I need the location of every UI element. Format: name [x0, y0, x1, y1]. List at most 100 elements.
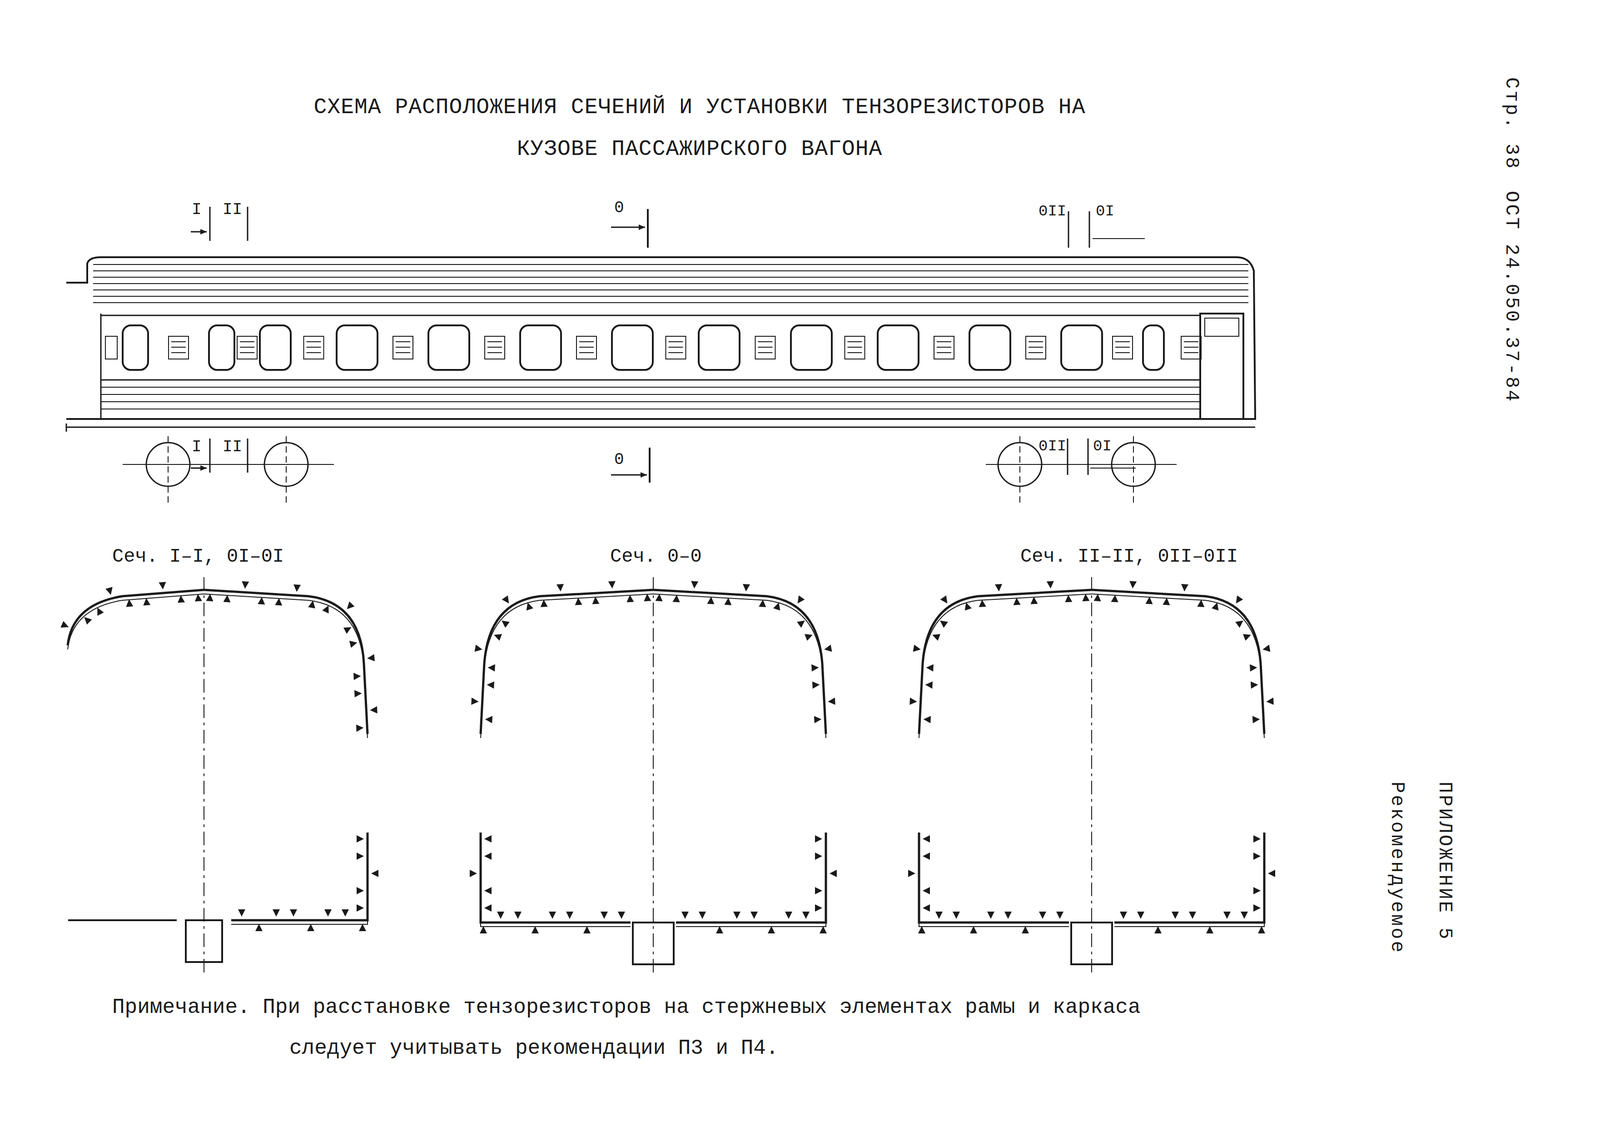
frame-member	[480, 832, 631, 923]
window	[428, 325, 470, 370]
drawing-title: СХЕМА РАСПОЛОЖЕНИЯ СЕЧЕНИЙ И УСТАНОВКИ Т…	[290, 86, 1109, 170]
plate-stripe	[395, 346, 411, 348]
note-text: Примечание. При расстановке тензорезисто…	[112, 986, 1203, 1069]
leader-line	[1090, 467, 1136, 469]
window	[877, 325, 919, 370]
plate-stripe	[579, 346, 594, 348]
section-caption: Сеч. II–II, 0II–0II	[1020, 545, 1238, 568]
lower-belt-line	[100, 386, 1200, 388]
strain-gauge	[1181, 583, 1189, 592]
window	[1142, 325, 1164, 370]
strain-gauge	[531, 925, 539, 934]
strain-gauge	[1004, 911, 1012, 919]
plate-stripe	[1115, 352, 1130, 353]
section-arrow-head	[640, 472, 647, 478]
plate-stripe	[847, 341, 863, 343]
bogie-axis	[985, 463, 1177, 465]
appendix-label: ПРИЛОЖЕНИЕ 5	[1433, 781, 1456, 941]
strain-gauge	[952, 911, 960, 919]
section-mark: 0II	[1038, 202, 1067, 221]
page-number: Стр. 38	[1500, 77, 1523, 170]
plate-stripe	[1183, 352, 1199, 353]
strain-gauge	[308, 600, 316, 609]
strain-gauge	[367, 653, 375, 661]
plate-stripe	[936, 341, 952, 343]
window	[1061, 325, 1103, 370]
strain-gauge	[471, 697, 479, 705]
section-mark: I	[191, 437, 202, 457]
strain-gauge	[1235, 620, 1244, 628]
section-tick	[646, 208, 649, 248]
strain-gauge	[802, 911, 810, 919]
strain-gauge	[347, 601, 355, 609]
window	[698, 325, 740, 370]
strain-gauge	[750, 911, 758, 919]
strain-gauge	[1119, 911, 1128, 919]
strain-gauge	[797, 595, 805, 604]
strain-gauge	[97, 607, 104, 616]
strain-gauge	[356, 886, 364, 895]
strain-gauge	[758, 599, 766, 607]
plate-stripe	[1183, 346, 1199, 348]
strain-gauge	[827, 697, 835, 705]
number-plate	[755, 336, 776, 359]
section-mark: 0	[614, 198, 625, 218]
number-plate	[665, 336, 686, 359]
strain-gauge	[994, 583, 1003, 592]
bogie-axis	[122, 463, 334, 465]
frame-member	[231, 832, 368, 920]
strain-gauge	[353, 672, 361, 681]
strain-gauge	[143, 597, 151, 606]
strain-gauge	[322, 605, 329, 614]
strain-gauge	[964, 602, 972, 611]
wheel-centerline	[1132, 436, 1134, 505]
strain-gauge	[1030, 596, 1039, 605]
strain-gauge	[1252, 715, 1260, 724]
frame-member	[919, 589, 1092, 734]
section-tick	[1068, 211, 1070, 248]
frame-member-inner	[919, 836, 1069, 927]
floor-line	[68, 919, 177, 921]
strain-gauge	[1013, 597, 1021, 605]
frame-member	[67, 589, 204, 646]
strain-gauge	[940, 595, 948, 604]
section-tick	[1067, 438, 1069, 475]
lower-belt-line	[100, 401, 1200, 403]
plate-stripe	[171, 352, 186, 353]
plate-stripe	[758, 352, 773, 353]
number-plate	[484, 336, 505, 359]
frame-member-inner	[231, 836, 368, 925]
strain-gauge	[913, 644, 921, 652]
strain-gauge	[1250, 681, 1258, 689]
plate-stripe	[579, 352, 594, 353]
strain-gauge	[672, 594, 681, 602]
strain-gauge	[356, 834, 364, 843]
strain-gauge	[496, 911, 505, 919]
strain-gauge	[484, 852, 492, 860]
end-wall-line	[100, 313, 102, 419]
section-arrow-head	[200, 228, 207, 235]
frame-member	[203, 589, 368, 734]
roof-line	[93, 302, 1249, 304]
frame-member	[653, 589, 826, 734]
section-mark: I	[191, 199, 202, 220]
strain-gauge	[608, 581, 616, 589]
strain-gauge	[354, 690, 362, 698]
section-mark: 0I	[1095, 202, 1115, 221]
number-plate	[105, 336, 118, 359]
belt-line	[100, 379, 1200, 381]
section-tick	[209, 206, 211, 241]
section-centerline	[652, 576, 654, 973]
strain-gauge	[804, 633, 813, 641]
strain-gauge	[105, 586, 113, 596]
strain-gauge	[1253, 852, 1261, 860]
strain-gauge	[484, 904, 492, 912]
strain-gauge	[978, 599, 987, 607]
plate-stripe	[171, 346, 186, 348]
plate-stripe	[1115, 346, 1130, 348]
window	[336, 325, 378, 370]
strain-gauge	[1137, 911, 1145, 919]
roof-line	[93, 283, 1249, 284]
strain-gauge	[918, 925, 926, 934]
strain-gauge	[922, 852, 930, 860]
